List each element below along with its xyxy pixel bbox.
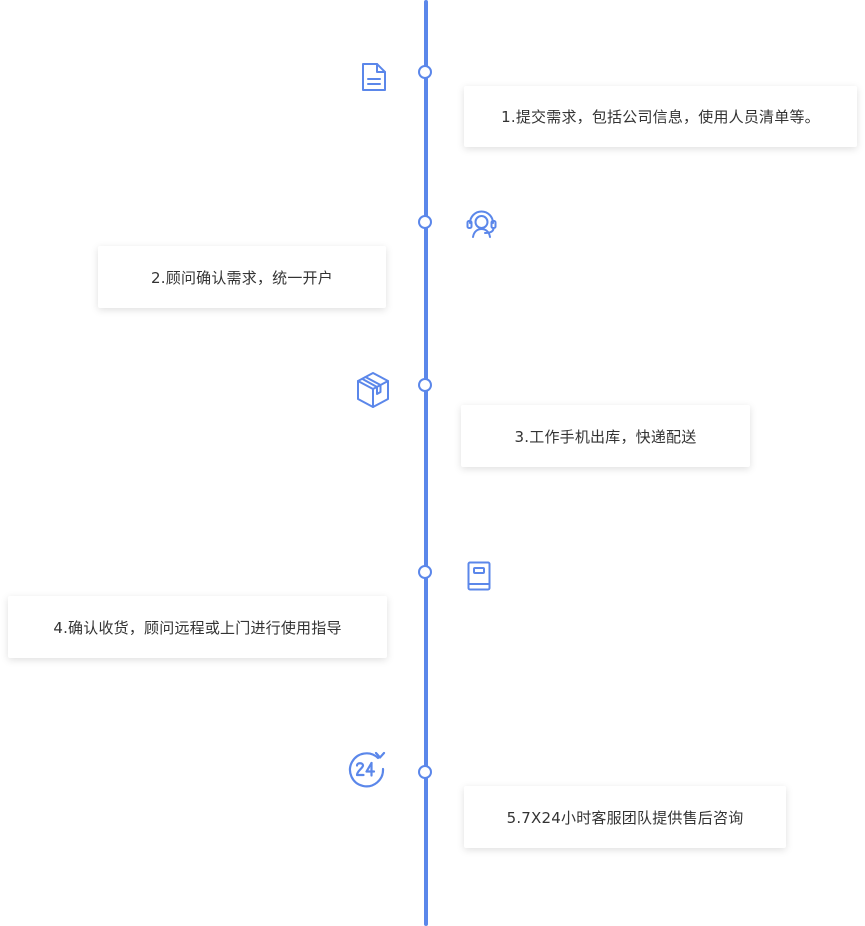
- step-label: 3.工作手机出库，快递配送: [514, 427, 697, 446]
- step-card-4: 4.确认收货，顾问远程或上门进行使用指导: [8, 596, 387, 658]
- book-icon: [467, 561, 491, 591]
- 24-hour-icon: [348, 750, 386, 788]
- timeline-node: [418, 215, 432, 229]
- package-icon: [356, 371, 390, 409]
- timeline-node: [418, 565, 432, 579]
- step-label: 4.确认收货，顾问远程或上门进行使用指导: [53, 618, 342, 637]
- document-icon: [361, 62, 387, 92]
- timeline-node: [418, 65, 432, 79]
- step-card-1: 1.提交需求，包括公司信息，使用人员清单等。: [464, 86, 857, 147]
- step-card-5: 5.7X24小时客服团队提供售后咨询: [464, 786, 786, 848]
- headset-icon: [466, 207, 497, 239]
- step-label: 5.7X24小时客服团队提供售后咨询: [506, 808, 744, 827]
- timeline-line: [424, 0, 428, 926]
- step-card-3: 3.工作手机出库，快递配送: [461, 405, 750, 467]
- timeline-node: [418, 765, 432, 779]
- step-card-2: 2.顾问确认需求，统一开户: [98, 246, 386, 308]
- step-label: 2.顾问确认需求，统一开户: [151, 268, 333, 287]
- timeline-node: [418, 378, 432, 392]
- step-label: 1.提交需求，包括公司信息，使用人员清单等。: [501, 108, 820, 126]
